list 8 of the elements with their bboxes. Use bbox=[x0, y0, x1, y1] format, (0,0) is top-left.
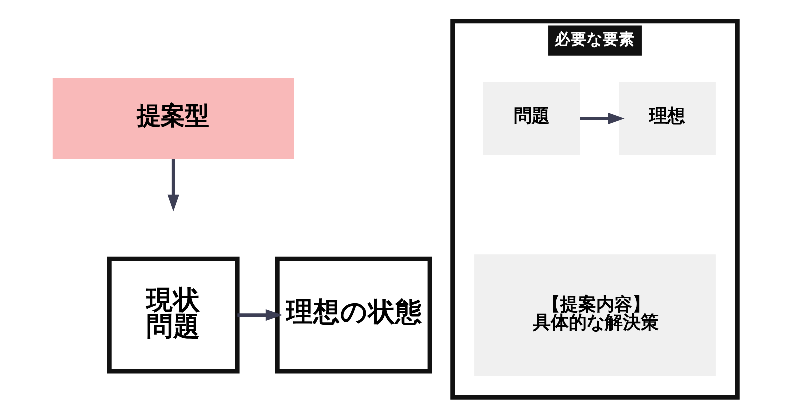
arrow bbox=[580, 112, 625, 125]
node-box: 理想の状態 bbox=[275, 256, 432, 374]
node-box: 提案型 bbox=[52, 78, 294, 160]
node-box: 問題 bbox=[483, 82, 580, 156]
arrow bbox=[168, 159, 180, 212]
node-box: 理想 bbox=[619, 82, 716, 156]
arrow bbox=[238, 309, 283, 322]
node-box: 現状 問題 bbox=[107, 256, 240, 374]
